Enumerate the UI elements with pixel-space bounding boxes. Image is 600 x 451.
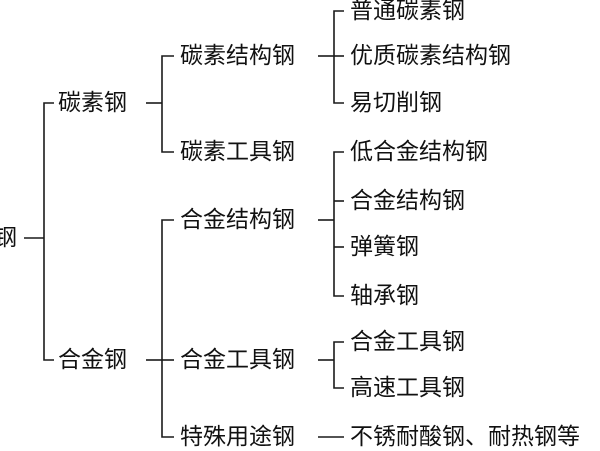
leaf-stainless-heat-resistant-steel: 不锈耐酸钢、耐热钢等 <box>350 424 580 450</box>
node-carbon-tool-steel: 碳素工具钢 <box>180 139 295 165</box>
node-alloy-steel: 合金钢 <box>58 347 127 373</box>
leaf-bearing-steel: 轴承钢 <box>350 283 419 309</box>
leaf-free-cutting-steel: 易切削钢 <box>350 90 442 116</box>
leaf-low-alloy-structural-steel: 低合金结构钢 <box>350 139 488 165</box>
node-steel: 钢 <box>0 225 17 251</box>
bracket-alloy-structural <box>333 151 344 297</box>
leaf-high-speed-tool-steel: 高速工具钢 <box>350 375 465 401</box>
node-alloy-structural-steel: 合金结构钢 <box>180 207 295 233</box>
leaf-quality-carbon-structural-steel: 优质碳素结构钢 <box>350 43 511 69</box>
leaf-alloy-structural-steel: 合金结构钢 <box>350 188 465 214</box>
bracket-alloy <box>161 219 174 438</box>
bracket-alloy-tool <box>333 341 344 389</box>
node-alloy-tool-steel: 合金工具钢 <box>180 347 295 373</box>
leaf-alloy-tool-steel: 合金工具钢 <box>350 329 465 355</box>
node-carbon-steel: 碳素钢 <box>58 90 127 116</box>
leaf-ordinary-carbon-steel: 普通碳素钢 <box>350 0 465 24</box>
bracket-carbon-structural <box>333 10 344 104</box>
leaf-spring-steel: 弹簧钢 <box>350 234 419 260</box>
bracket-level1 <box>43 102 54 361</box>
node-carbon-structural-steel: 碳素结构钢 <box>180 43 295 69</box>
node-special-purpose-steel: 特殊用途钢 <box>180 424 295 450</box>
bracket-carbon <box>161 55 174 153</box>
